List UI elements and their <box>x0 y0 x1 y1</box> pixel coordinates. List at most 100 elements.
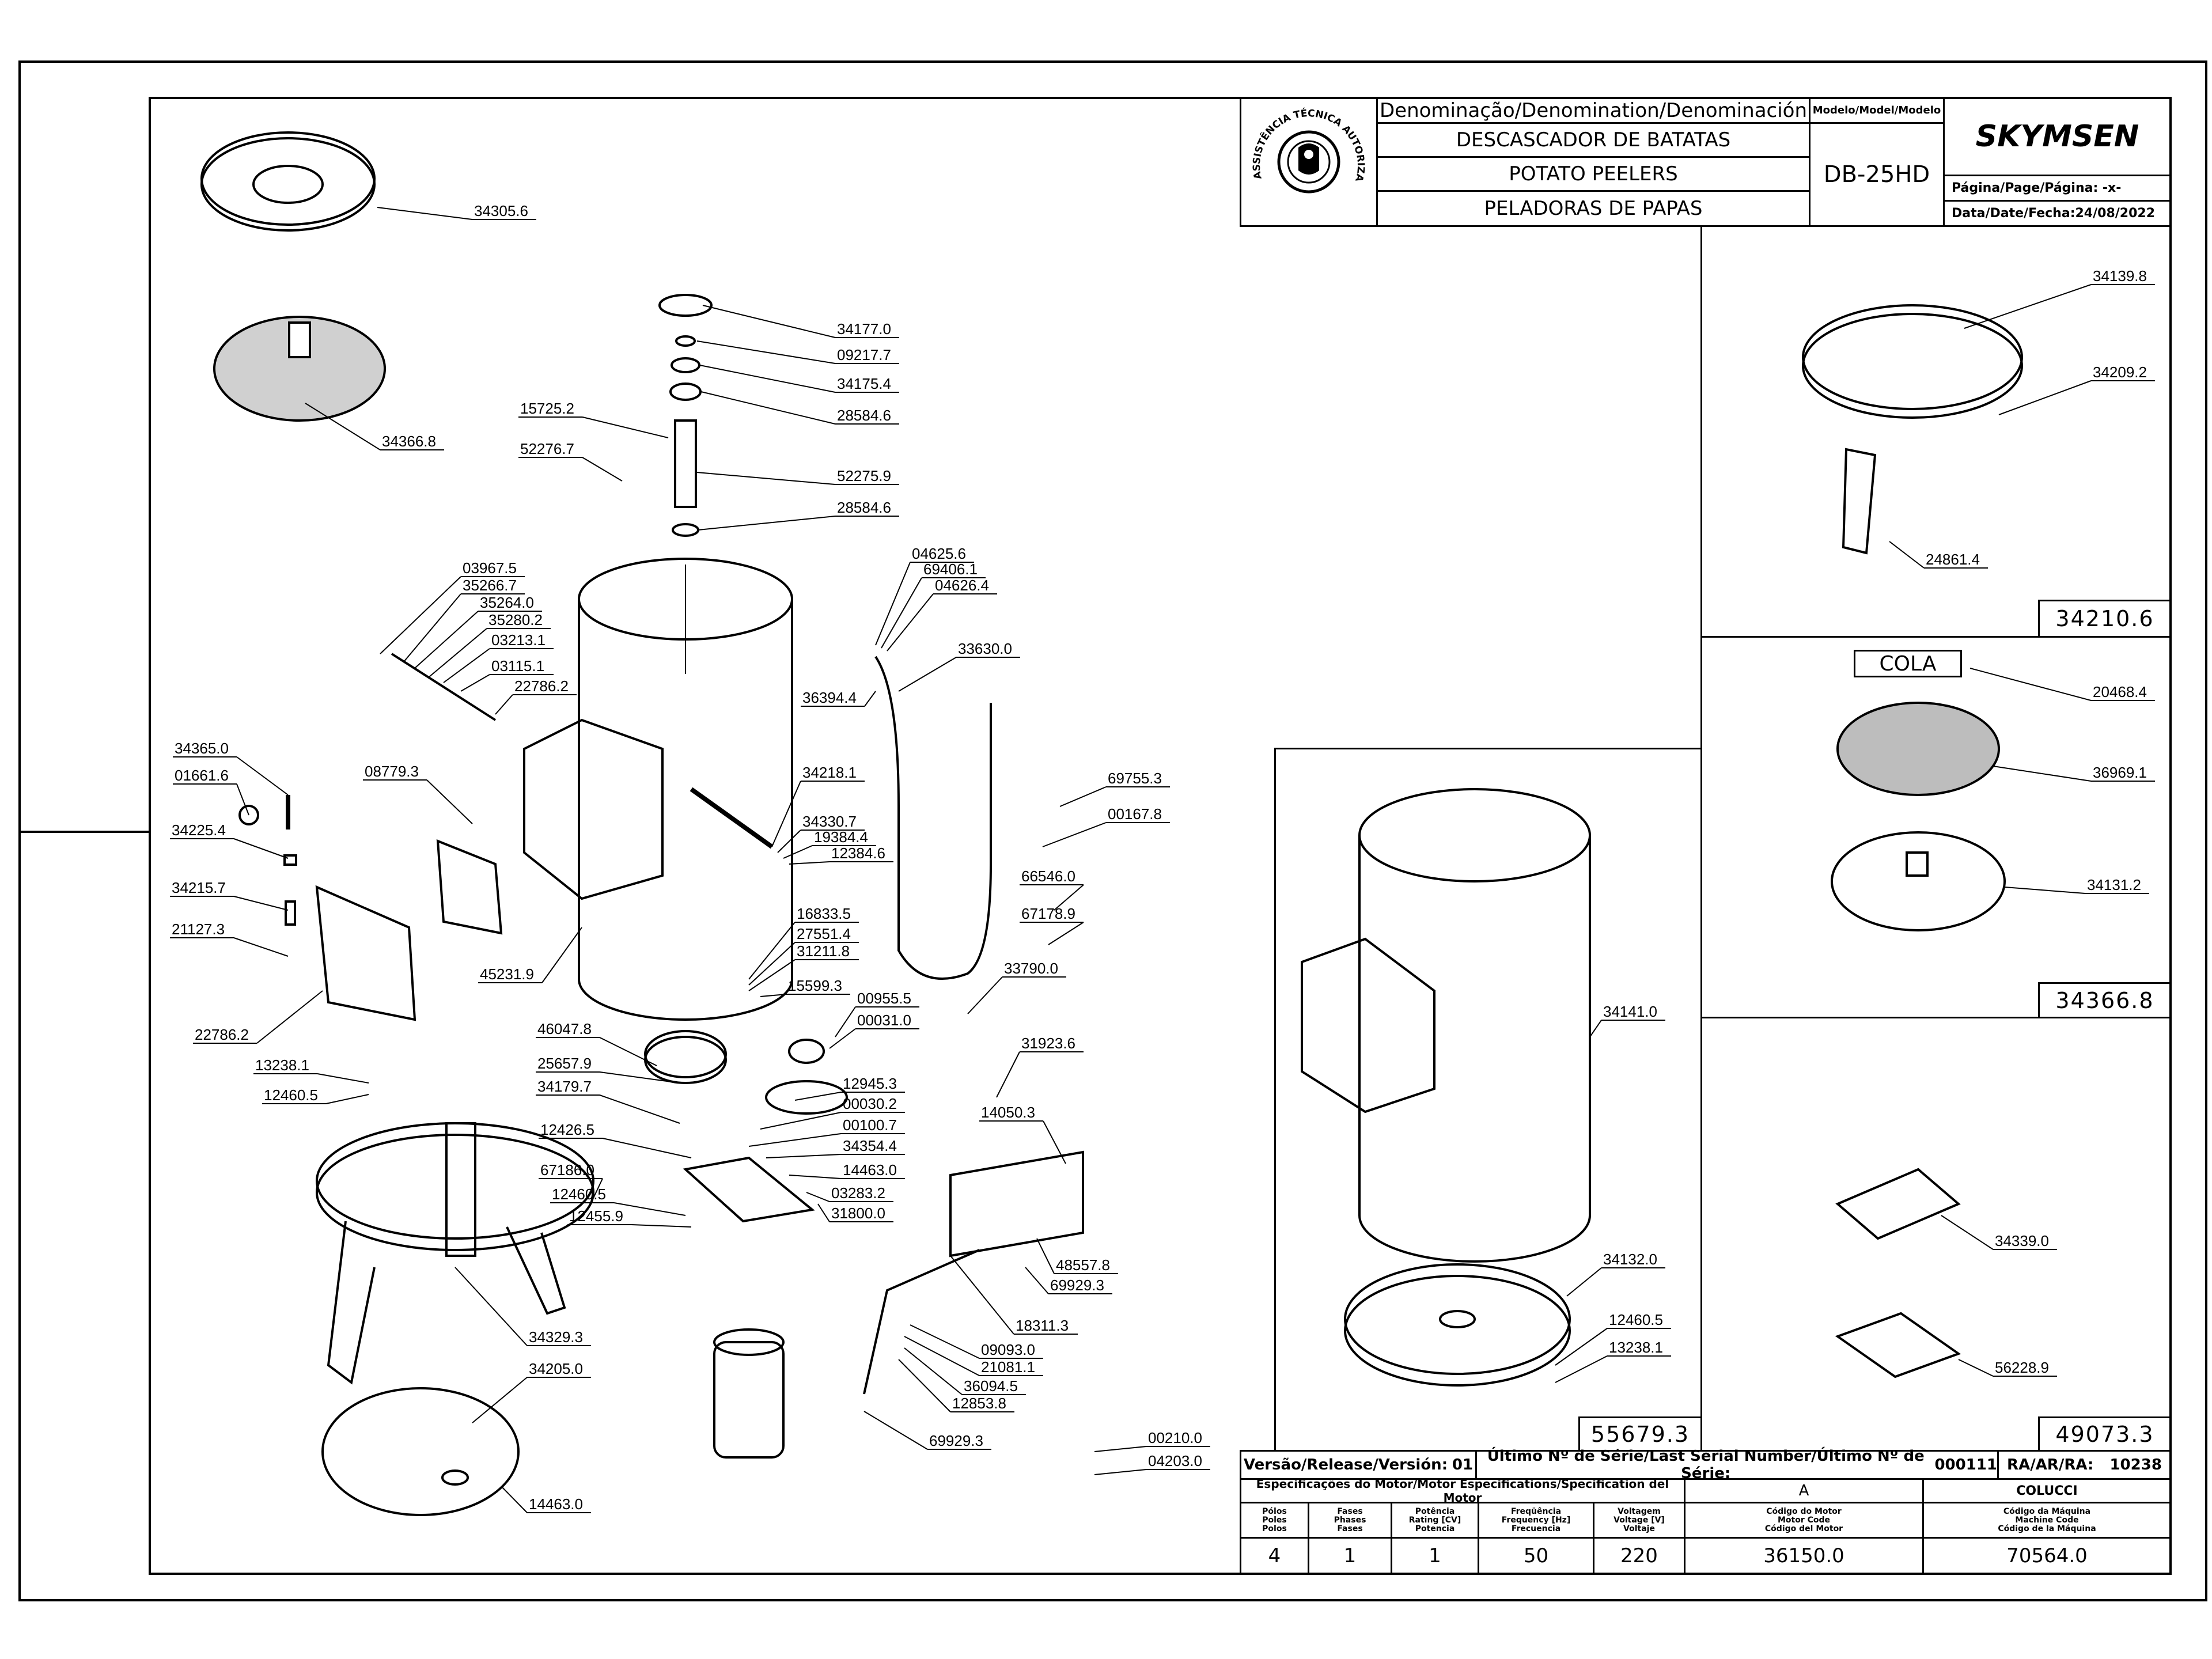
left-parts-drawing <box>238 653 497 1021</box>
main-part-number-59: 12426.5 <box>540 1121 594 1138</box>
panel-55679-leader-2 <box>1555 1328 1608 1366</box>
main-part-number-34: 31211.8 <box>797 942 850 960</box>
frame-tick <box>18 831 149 833</box>
shaft-drawing <box>658 294 713 537</box>
main-leader-53 <box>748 1133 842 1147</box>
main-leader-65 <box>950 1255 1014 1335</box>
panel-34366-leader-0 <box>1969 668 2092 701</box>
main-leader-73 <box>1094 1446 1147 1452</box>
main-part-number-38: 69755.3 <box>1108 770 1162 787</box>
main-part-number-13: 33630.0 <box>958 640 1012 657</box>
panel-55679-part-number-2: 12460.5 <box>1609 1311 1663 1328</box>
serial-label: Último Nº de Série/Last Serial Number/Úl… <box>1487 1448 1925 1482</box>
panel-34366-leader-2 <box>2004 887 2086 894</box>
main-part-number-12: 04626.4 <box>935 577 989 594</box>
main-part-number-15: 03967.5 <box>463 559 517 577</box>
main-part-number-6: 15725.2 <box>520 400 574 417</box>
main-part-number-71: 34205.0 <box>529 1360 583 1377</box>
main-leader-50 <box>599 1094 680 1124</box>
main-part-number-31: 21127.3 <box>172 921 225 938</box>
brand-logo-text: SKYMSEN <box>1975 119 2139 154</box>
panel-49073-leader-1 <box>1958 1359 1994 1377</box>
main-part-number-74: 04203.0 <box>1148 1452 1202 1469</box>
main-leader-2 <box>702 305 836 338</box>
main-leader-10 <box>875 562 911 646</box>
line-art <box>200 131 2023 1516</box>
main-part-number-11: 69406.1 <box>923 560 978 578</box>
panel-55679-part-number-3: 13238.1 <box>1609 1339 1663 1356</box>
panel-34210-leader-0 <box>1964 284 2092 329</box>
panel-55679-leader-3 <box>1555 1355 1608 1383</box>
main-part-number-58: 14050.3 <box>981 1104 1035 1121</box>
main-leader-57 <box>817 1203 830 1222</box>
main-leader-23 <box>236 783 249 816</box>
main-part-number-65: 18311.3 <box>1016 1317 1069 1334</box>
main-part-number-54: 34354.4 <box>843 1137 897 1154</box>
panel-34210-part-number-2: 24861.4 <box>1926 551 1980 568</box>
main-leader-9 <box>698 516 836 531</box>
main-leader-18 <box>429 628 487 677</box>
main-leader-59 <box>602 1138 692 1158</box>
main-part-number-17: 35264.0 <box>480 594 534 611</box>
part-callouts: 34305.634366.834177.009217.734175.428584… <box>170 202 2155 1513</box>
main-leader-26 <box>777 830 801 853</box>
main-part-number-47: 13238.1 <box>255 1056 309 1074</box>
main-leader-61 <box>613 1202 686 1216</box>
main-part-number-19: 03213.1 <box>491 631 546 649</box>
main-leader-11 <box>881 577 922 649</box>
release-value: 01 <box>1452 1456 1474 1474</box>
main-part-number-1: 34366.8 <box>382 433 436 450</box>
main-part-number-7: 52276.7 <box>520 440 574 457</box>
main-part-number-49: 25657.9 <box>537 1055 592 1072</box>
main-part-number-5: 28584.6 <box>837 407 891 424</box>
main-part-number-30: 34215.7 <box>172 879 226 896</box>
main-part-number-16: 35266.7 <box>463 577 517 594</box>
main-leader-43 <box>835 1006 856 1037</box>
main-part-number-3: 09217.7 <box>837 346 891 363</box>
main-part-number-62: 12455.9 <box>569 1207 623 1225</box>
main-part-number-14: 36394.4 <box>802 689 857 706</box>
main-part-number-23: 01661.6 <box>175 767 229 784</box>
pulley-drawing <box>644 1030 848 1115</box>
abrasive-disc-drawing <box>213 316 386 422</box>
main-part-number-18: 35280.2 <box>488 611 543 628</box>
main-leader-52 <box>760 1112 842 1130</box>
main-leader-75 <box>501 1486 528 1513</box>
main-part-number-2: 34177.0 <box>837 320 891 338</box>
main-leader-70 <box>454 1267 528 1346</box>
main-part-number-40: 66546.0 <box>1021 868 1075 885</box>
main-part-number-68: 36094.5 <box>964 1377 1018 1395</box>
main-leader-49 <box>599 1071 680 1084</box>
panel-34366-part-number-0: 20468.4 <box>2093 683 2147 700</box>
main-part-number-44: 00031.0 <box>857 1012 911 1029</box>
main-leader-56 <box>806 1192 830 1202</box>
motor-value-machine-code: 70564.0 <box>1922 1537 2172 1575</box>
main-leader-3 <box>696 340 836 364</box>
main-part-number-24: 08779.3 <box>365 763 419 780</box>
name-es: PELADORAS DE PAPAS <box>1376 190 1810 227</box>
main-leader-48 <box>325 1094 369 1104</box>
motor-drawing <box>683 1150 1084 1459</box>
main-part-number-36: 45231.9 <box>480 965 534 983</box>
main-leader-69 <box>898 1359 951 1412</box>
main-part-number-50: 34179.7 <box>537 1078 592 1095</box>
authorized-service-seal: ASSISTÊNCIA TÉCNICA AUTORIZADA <box>1240 97 1378 227</box>
cola-label: COLA <box>1854 650 1962 677</box>
main-part-number-42: 46047.8 <box>537 1020 592 1037</box>
main-part-number-28: 12384.6 <box>831 844 885 862</box>
main-leader-42 <box>599 1037 657 1066</box>
main-leader-19 <box>443 648 490 683</box>
main-part-number-37: 22786.2 <box>195 1026 249 1043</box>
main-leader-64 <box>1025 1267 1049 1294</box>
main-leader-24 <box>426 779 473 824</box>
main-part-number-25: 34218.1 <box>802 764 857 781</box>
main-part-number-21: 22786.2 <box>514 677 569 695</box>
main-leader-13 <box>898 657 957 692</box>
main-part-number-48: 12460.5 <box>264 1086 318 1104</box>
panel-34366-part-number-1: 36969.1 <box>2093 764 2147 781</box>
main-leader-25 <box>771 781 801 847</box>
panel-34210-drawing <box>1802 304 2023 555</box>
panel-49073-part-number-0: 34339.0 <box>1995 1232 2049 1249</box>
main-leader-20 <box>460 674 490 692</box>
main-leader-17 <box>414 611 479 669</box>
